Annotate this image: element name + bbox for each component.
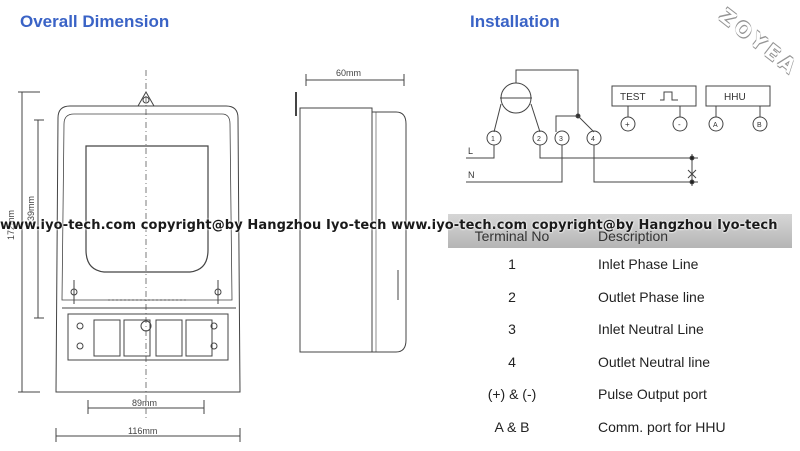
terminal-no: 2 bbox=[508, 288, 516, 305]
hhu-label: HHU bbox=[724, 92, 746, 103]
terminal-label-2: 2 bbox=[537, 136, 541, 143]
line-label: L bbox=[468, 146, 473, 156]
table-row: (+) & (-) Pulse Output port bbox=[448, 378, 792, 411]
hhu-box bbox=[705, 85, 771, 107]
table-row: 4 Outlet Neutral line bbox=[448, 346, 792, 379]
test-box bbox=[611, 85, 697, 107]
dimension-width: 116mm bbox=[128, 426, 157, 436]
terminal-table: Terminal No Description 1 Inlet Phase Li… bbox=[448, 214, 792, 443]
test-label: TEST bbox=[620, 92, 646, 103]
table-row: 3 Inlet Neutral Line bbox=[448, 313, 792, 346]
neutral-label: N bbox=[468, 170, 475, 180]
table-row: 2 Outlet Phase line bbox=[448, 281, 792, 314]
header-description: Description bbox=[598, 228, 669, 244]
terminal-desc: Comm. port for HHU bbox=[598, 418, 726, 435]
terminal-block bbox=[67, 313, 229, 361]
terminal-no: (+) & (-) bbox=[487, 386, 537, 403]
copyright-watermark: www.iyo-tech.com copyright@by Hangzhou I… bbox=[0, 218, 778, 233]
dimension-inner-height: 139mm bbox=[26, 196, 36, 226]
terminal-desc: Inlet Neutral Line bbox=[598, 321, 704, 338]
terminal-no: 3 bbox=[508, 321, 516, 338]
terminal-label-minus: - bbox=[678, 120, 681, 129]
table-header: Terminal No Description bbox=[448, 214, 792, 248]
terminal-no: 1 bbox=[508, 256, 516, 273]
display-window bbox=[85, 145, 209, 273]
terminal-label-b: B bbox=[757, 122, 762, 129]
dimension-inner-width: 89mm bbox=[132, 398, 157, 408]
terminal-label-1: 1 bbox=[491, 136, 495, 143]
terminal-no: 4 bbox=[508, 353, 516, 370]
dimension-height: 172mm bbox=[6, 210, 16, 240]
dimension-depth: 60mm bbox=[336, 68, 361, 78]
terminal-no: A & B bbox=[494, 418, 530, 435]
terminal-desc: Outlet Neutral line bbox=[598, 353, 711, 370]
terminal-label-a: A bbox=[713, 122, 718, 129]
terminal-label-4: 4 bbox=[591, 136, 595, 143]
terminal-desc: Inlet Phase Line bbox=[598, 256, 699, 273]
meter-front-outline bbox=[55, 105, 241, 393]
line-wire bbox=[466, 145, 495, 159]
header-terminal-no: Terminal No bbox=[474, 228, 550, 244]
terminal-label-3: 3 bbox=[559, 136, 563, 143]
terminal-desc: Outlet Phase line bbox=[598, 288, 705, 305]
terminal-label-plus: + bbox=[625, 120, 630, 129]
table-row: 1 Inlet Phase Line bbox=[448, 248, 792, 281]
terminal-desc: Pulse Output port bbox=[598, 386, 707, 403]
overall-dimension-heading: Overall Dimension bbox=[20, 12, 170, 31]
neutral-wire bbox=[466, 145, 563, 183]
table-row: A & B Comm. port for HHU bbox=[448, 411, 792, 444]
installation-heading: Installation bbox=[470, 12, 560, 31]
